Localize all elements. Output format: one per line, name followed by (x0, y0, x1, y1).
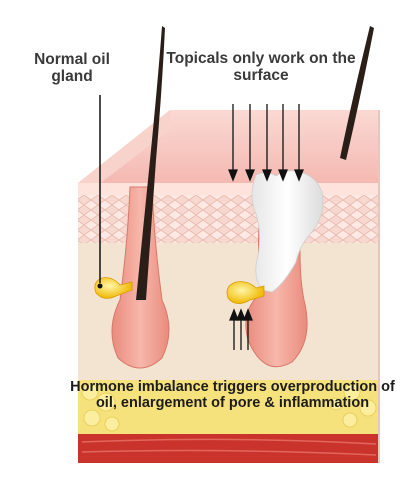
hair-right (340, 26, 374, 160)
block-edge (378, 110, 380, 463)
clogged-pore-plug (251, 170, 324, 293)
skin-side-face (78, 110, 170, 200)
fat-cells (81, 383, 377, 432)
epidermis-layer (78, 183, 378, 195)
normal-oil-gland-label: Normal oil gland (34, 51, 110, 86)
topical-arrows (228, 104, 304, 182)
muscle-layer (78, 434, 378, 463)
muscle-fibers (81, 438, 377, 456)
normal-oil-gland (94, 277, 133, 299)
pointer-dot (97, 283, 103, 289)
topicals-label: Topicals only work on the surface (166, 50, 356, 85)
hormone-imbalance-label: Hormone imbalance triggers overproductio… (70, 379, 395, 412)
hair-left (136, 26, 165, 300)
mesh-tissue-band (78, 195, 378, 243)
enlarged-oil-gland (226, 281, 265, 304)
fat-layer (78, 380, 378, 434)
epidermis-top-face (78, 110, 378, 183)
hormone-arrows (229, 308, 253, 350)
